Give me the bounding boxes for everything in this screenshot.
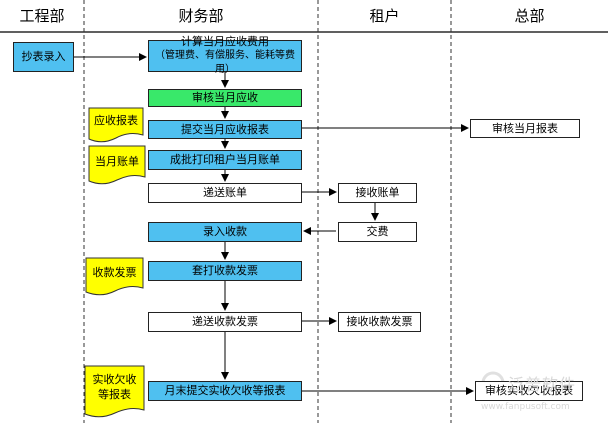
document-shape-invoice bbox=[85, 257, 144, 296]
audit-receivable-label: 审核当月应收 bbox=[192, 91, 258, 104]
calc-receivable-detail: （管理费、有偿服务、能耗等费用） bbox=[155, 50, 295, 75]
meter-entry-label: 抄表录入 bbox=[21, 50, 66, 63]
meter-entry-box: 抄表录入 bbox=[13, 42, 74, 72]
watermark-url: www.fanpusoft.com bbox=[481, 402, 570, 412]
send-bill-label: 递送账单 bbox=[203, 186, 247, 199]
month-end-report-label: 月末提交实收欠收等报表 bbox=[164, 384, 286, 397]
lane-title-engineering: 工程部 bbox=[19, 7, 65, 25]
send-invoice-box: 递送收款发票 bbox=[148, 312, 302, 332]
calc-receivable-label: 计算当月应收费用 bbox=[181, 35, 269, 48]
lane-title-headquarters: 总部 bbox=[514, 7, 545, 25]
hq-audit-monthly-label: 审核当月报表 bbox=[492, 121, 558, 135]
watermark-brand: 泛普软件 bbox=[508, 375, 577, 394]
document-shape-report bbox=[84, 365, 145, 418]
receive-invoice-box: 接收收款发票 bbox=[338, 312, 421, 332]
submit-report-box: 提交当月应收报表 bbox=[148, 120, 302, 139]
document-invoice-label: 收款发票 bbox=[92, 266, 137, 279]
document-report-line2: 等报表 bbox=[98, 388, 131, 401]
record-payment-label: 录入收款 bbox=[203, 225, 247, 238]
hq-audit-collection-box: 审核实收欠收报表 bbox=[475, 381, 583, 401]
pay-fee-label: 交费 bbox=[366, 225, 389, 238]
pay-fee-box: 交费 bbox=[338, 222, 417, 242]
document-report-label: 实收欠收 等报表 bbox=[85, 372, 144, 402]
receive-bill-label: 接收账单 bbox=[355, 186, 400, 199]
receive-invoice-label: 接收收款发票 bbox=[346, 315, 413, 328]
submit-report-label: 提交当月应收报表 bbox=[181, 122, 269, 136]
document-receivable-label: 应收报表 bbox=[94, 114, 138, 127]
batch-print-label: 成批打印租户当月账单 bbox=[170, 153, 280, 166]
document-shape-receivable bbox=[88, 107, 144, 143]
hq-audit-collection-label: 审核实收欠收报表 bbox=[485, 384, 573, 397]
document-bill-label: 当月账单 bbox=[95, 155, 139, 168]
lane-title-finance: 财务部 bbox=[178, 7, 224, 25]
print-invoice-label: 套打收款发票 bbox=[192, 264, 258, 277]
month-end-report-box: 月末提交实收欠收等报表 bbox=[148, 381, 302, 401]
send-invoice-label: 递送收款发票 bbox=[192, 315, 258, 328]
receive-bill-box: 接收账单 bbox=[338, 183, 417, 203]
document-report-line1: 实收欠收 bbox=[92, 373, 137, 386]
record-payment-box: 录入收款 bbox=[148, 222, 302, 242]
hq-audit-monthly-box: 审核当月报表 bbox=[470, 119, 580, 138]
batch-print-box: 成批打印租户当月账单 bbox=[148, 150, 302, 170]
document-shape-bill bbox=[88, 145, 146, 185]
send-bill-box: 递送账单 bbox=[148, 183, 302, 203]
print-invoice-box: 套打收款发票 bbox=[148, 261, 302, 281]
lane-title-tenant: 租户 bbox=[369, 7, 400, 25]
audit-receivable-box: 审核当月应收 bbox=[148, 89, 302, 107]
calc-receivable-box: 计算当月应收费用 （管理费、有偿服务、能耗等费用） bbox=[148, 35, 302, 75]
